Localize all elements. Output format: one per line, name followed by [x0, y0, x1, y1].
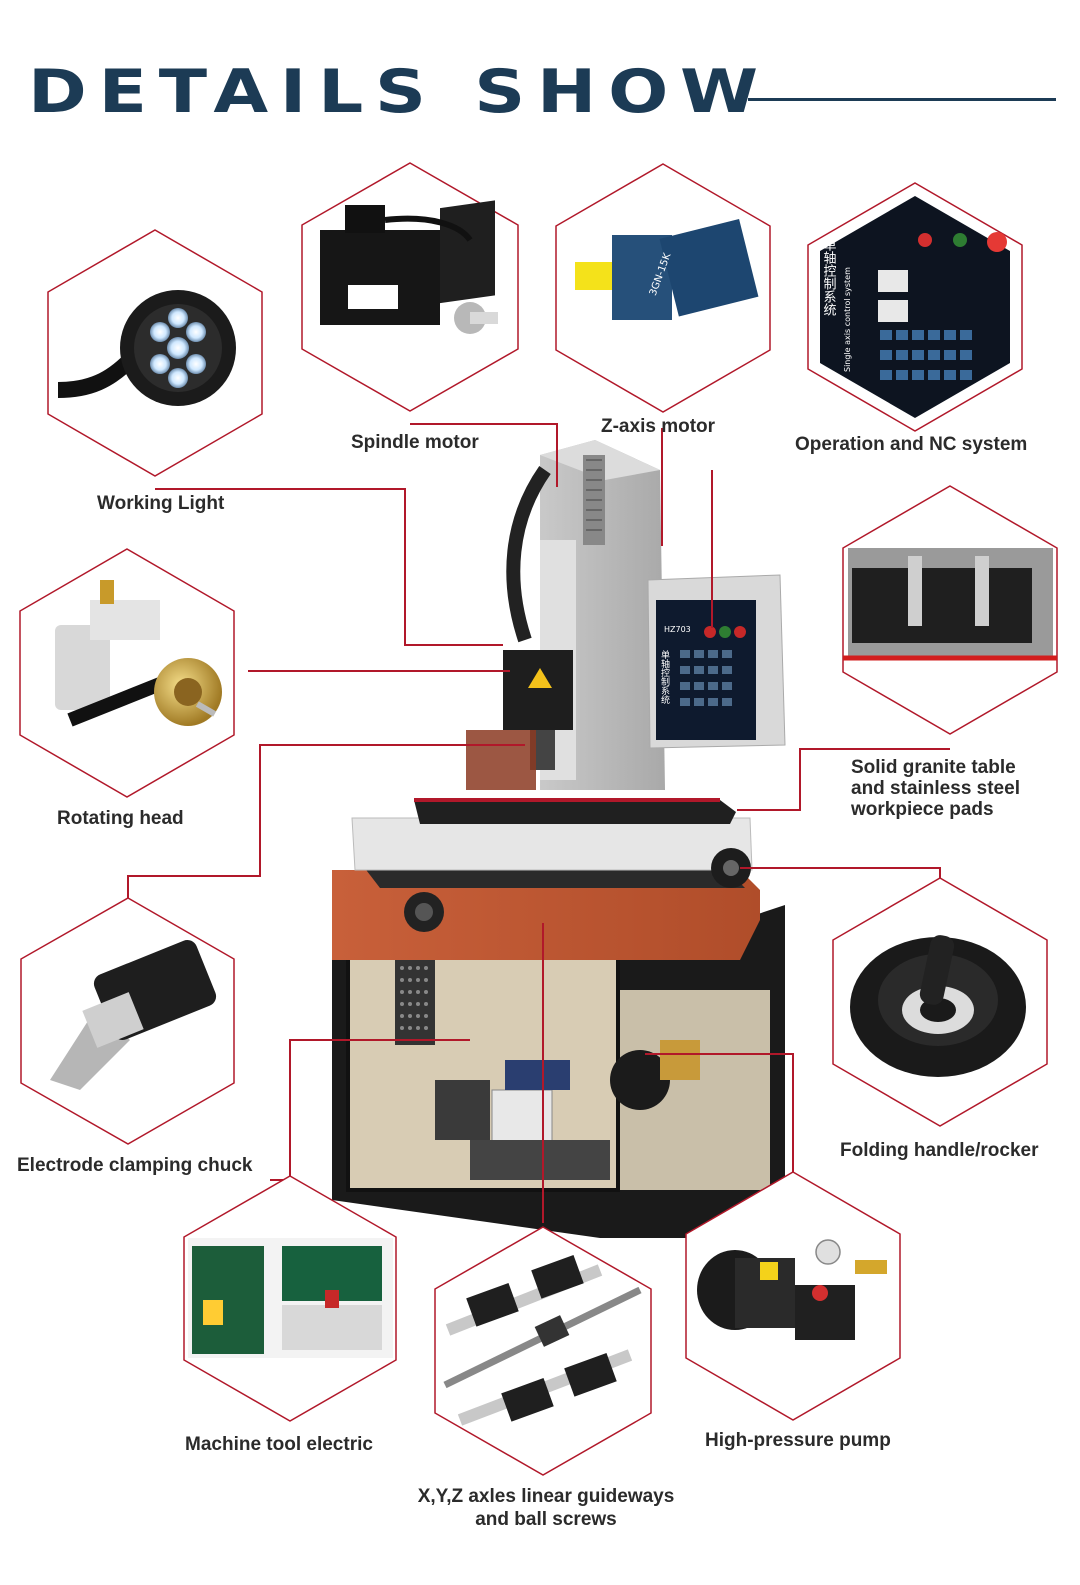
label-working-light: Working Light [97, 493, 225, 514]
title-rule [748, 98, 1056, 101]
connector-lines [127, 423, 950, 1223]
page-title: DETAILS SHOW [28, 57, 770, 127]
nc-panel-subcaption: Single axis control system [843, 267, 852, 372]
label-granite-line-3: workpiece pads [851, 799, 994, 820]
label-guideways-line-1: X,Y,Z axles linear guideways [417, 1486, 675, 1507]
label-granite-line-2: and stainless steel [851, 778, 1020, 799]
edm-machine: HZ703 单轴控制系统 [332, 440, 786, 1238]
label-z-axis-motor: Z-axis motor [601, 416, 716, 437]
label-spindle-motor: Spindle motor [351, 432, 479, 453]
hex-granite-table [842, 485, 1058, 735]
nc-panel-caption: 单轴控制系统 [821, 238, 837, 317]
label-rotating-head: Rotating head [57, 808, 184, 829]
hex-spindle-motor [301, 162, 519, 412]
hex-rotating-head [19, 548, 235, 798]
machine-panel-model: HZ703 [664, 625, 691, 634]
hex-z-axis-motor: 3GN-15K [555, 163, 771, 413]
label-folding-handle: Folding handle/rocker [840, 1140, 1039, 1161]
hex-guideways [434, 1226, 652, 1476]
hex-nc-system: 单轴控制系统 Single axis control system [807, 182, 1023, 432]
machine-panel-caption: 单轴控制系统 [659, 649, 670, 705]
hex-machine-electric [183, 1175, 397, 1422]
hex-high-pressure-pump [685, 1171, 901, 1421]
hex-folding-handle [832, 877, 1048, 1127]
label-operation-nc: Operation and NC system [795, 434, 1028, 455]
label-high-pressure-pump: High-pressure pump [705, 1430, 891, 1451]
hex-electrode-chuck [20, 897, 235, 1145]
label-granite-line-1: Solid granite table [851, 757, 1016, 778]
hex-working-light [47, 229, 263, 477]
label-electrode-chuck: Electrode clamping chuck [17, 1155, 253, 1176]
label-machine-electric: Machine tool electric [185, 1434, 373, 1455]
label-guideways-line-2: and ball screws [475, 1509, 617, 1530]
